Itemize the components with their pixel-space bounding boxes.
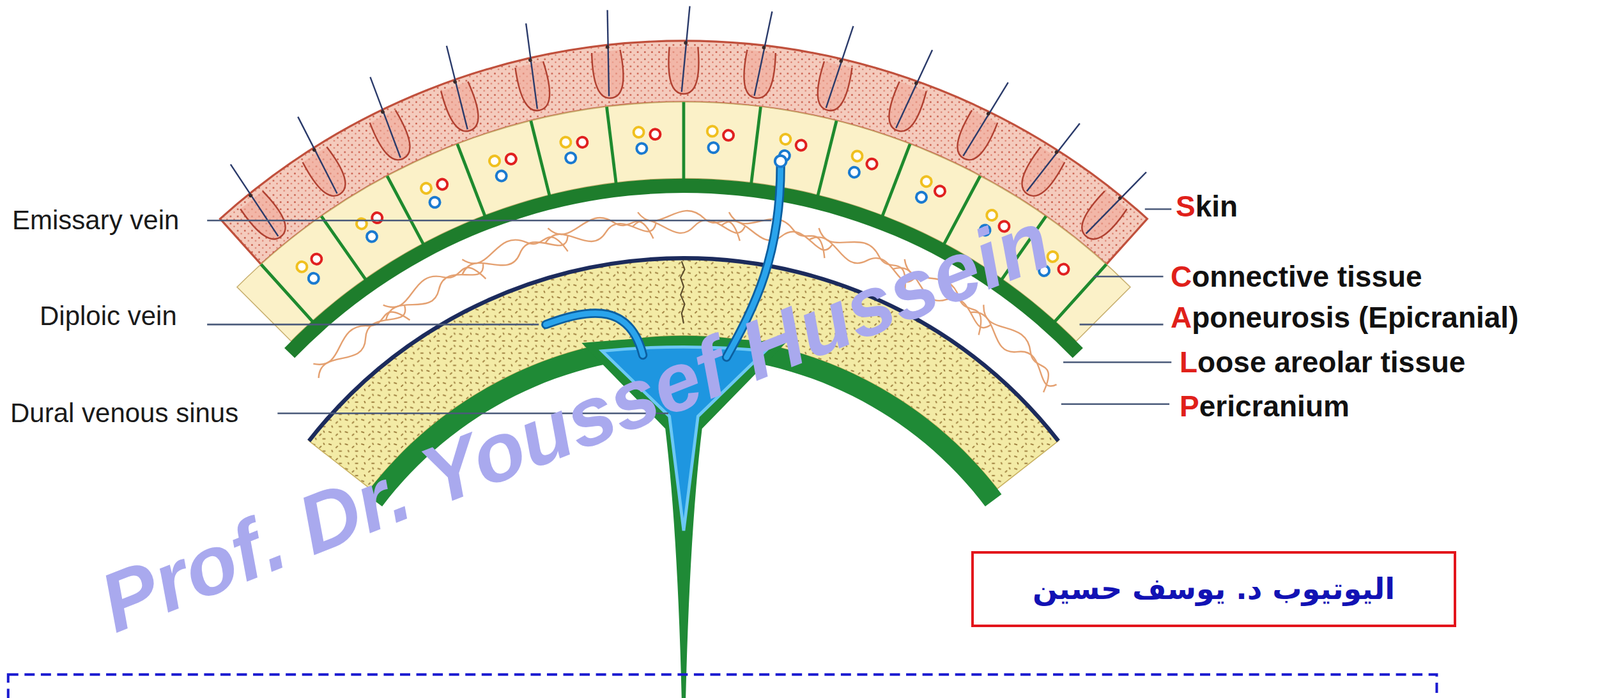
diploic-vein-outline <box>545 313 643 356</box>
box-text: اليوتيوب د. يوسف حسين <box>1032 571 1395 608</box>
dashed-frame <box>8 674 1438 698</box>
layer-label: Skin <box>1175 189 1238 224</box>
layer-label: Loose areolar tissue <box>1179 345 1466 380</box>
vein-label: Diploic vein <box>39 300 177 332</box>
channel-box: اليوتيوب د. يوسف حسين <box>971 551 1457 628</box>
layer-label: Pericranium <box>1179 389 1350 424</box>
diploic-vein <box>545 313 643 356</box>
layer-label: Aponeurosis (Epicranial) <box>1170 300 1519 335</box>
layer-label: Connective tissue <box>1170 260 1423 294</box>
sinus-label: Dural venous sinus <box>10 398 239 429</box>
emissary-vein-end <box>775 155 787 168</box>
suture <box>680 261 685 324</box>
vein-label: Emissary vein <box>12 205 179 236</box>
